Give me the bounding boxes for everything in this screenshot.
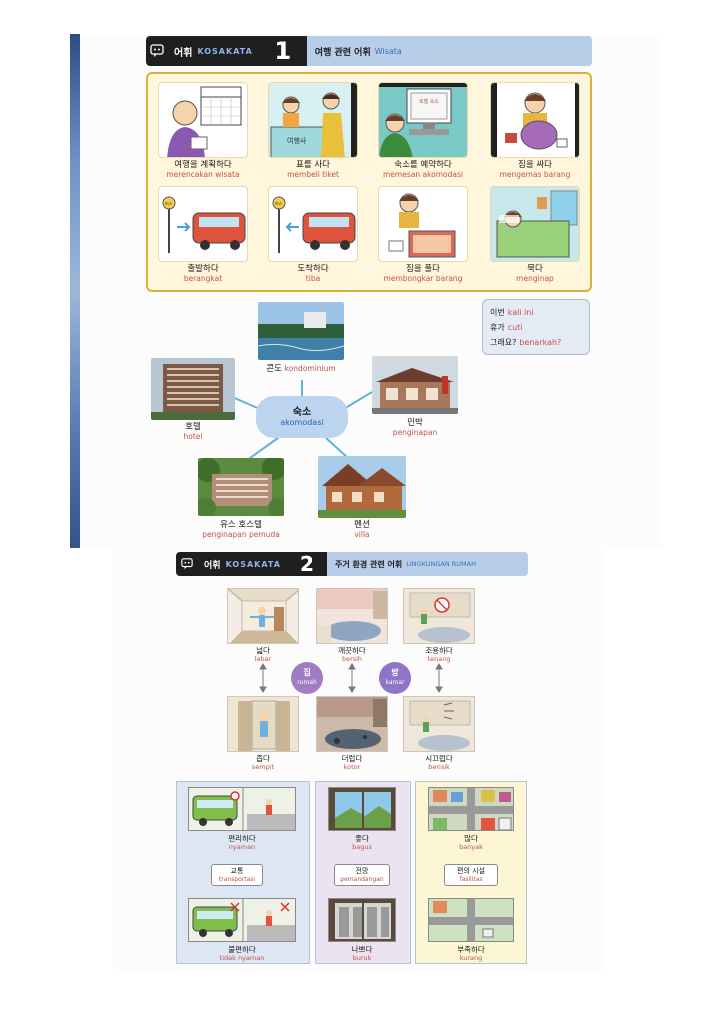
vocab-card: 짐을 풀다 membongkar barang — [378, 186, 468, 283]
youth-hostel-photo — [198, 458, 284, 516]
svg-text:버스: 버스 — [275, 200, 283, 206]
inconvenient-transport-illustration — [188, 898, 296, 942]
card-korean-label: 짐을 풀다 — [406, 264, 440, 274]
hotel-photo — [151, 358, 235, 420]
depart-bus-illustration: 버스 — [158, 186, 248, 262]
vocab-card: 짐을 싸다 mengemas barang — [490, 82, 580, 179]
card-indonesian-label: memesan akomodasi — [383, 170, 463, 179]
card-korean-label: 표를 사다 — [296, 160, 330, 170]
svg-text:버스: 버스 — [165, 200, 173, 206]
card-indonesian-label: berangkat — [183, 274, 223, 283]
pack-luggage-illustration — [490, 82, 580, 158]
few-facilities-illustration — [428, 898, 514, 942]
room-dirty-illustration — [316, 696, 388, 752]
card-indonesian-label: membeli tiket — [287, 170, 339, 179]
convenient-transport-illustration — [188, 787, 296, 831]
vocab-card: 호텔 숙소 숙소를 예약하다 memesan akomodasi — [378, 82, 468, 179]
card-korean-label: 여행을 계획하다 — [174, 160, 232, 170]
section-number: 2 — [286, 552, 327, 576]
vocabulary-icon — [146, 36, 168, 66]
card-korean-label: 묵다 — [527, 264, 543, 274]
vocab-card: 여행사 표를 사다 membeli tiket — [268, 82, 358, 179]
accommodation-center-node: 숙소 akomodasi — [256, 396, 348, 438]
card-indonesian-label: merencakan wisata — [166, 170, 240, 179]
stay-overnight-illustration — [490, 186, 580, 262]
room-quiet-illustration — [403, 588, 475, 644]
card-korean-label: 도착하다 — [297, 264, 329, 274]
svg-text:여행사: 여행사 — [287, 136, 307, 145]
unpack-luggage-illustration — [378, 186, 468, 262]
card-korean-label: 짐을 싸다 — [518, 160, 552, 170]
arrive-bus-illustration: 버스 — [268, 186, 358, 262]
room-wide-illustration — [227, 588, 299, 644]
condo-label: 콘도 kondominium — [266, 364, 336, 374]
many-facilities-illustration — [428, 787, 514, 831]
condo-photo — [258, 302, 344, 360]
vocab-card: 버스 출발하다 berangkat — [158, 186, 248, 283]
card-indonesian-label: membongkar barang — [383, 274, 463, 283]
card-korean-label: 출발하다 — [187, 264, 219, 274]
book-spine-image — [70, 34, 80, 548]
bad-view-illustration — [328, 898, 396, 942]
vocab-card: 버스 도착하다 tiba — [268, 186, 358, 283]
vocabulary-icon — [176, 552, 198, 576]
vocab-card: 묵다 menginap — [490, 186, 580, 283]
card-indonesian-label: menginap — [516, 274, 554, 283]
svg-text:호텔 숙소: 호텔 숙소 — [419, 98, 439, 105]
good-view-illustration — [328, 787, 396, 831]
card-indonesian-label: mengemas barang — [499, 170, 571, 179]
buy-ticket-illustration: 여행사 — [268, 82, 358, 158]
room-clean-illustration — [316, 588, 388, 644]
book-accommodation-illustration: 호텔 숙소 — [378, 82, 468, 158]
minbak-photo — [372, 356, 458, 414]
room-noisy-illustration — [403, 696, 475, 752]
section-number: 1 — [258, 36, 307, 66]
planning-illustration — [158, 82, 248, 158]
pension-photo — [318, 456, 406, 518]
vocab-card: 여행을 계획하다 merencakan wisata — [158, 82, 248, 179]
note-row: 그래요?benarkah? — [490, 338, 562, 347]
room-narrow-illustration — [227, 696, 299, 752]
card-korean-label: 숙소를 예약하다 — [394, 160, 452, 170]
card-indonesian-label: tiba — [305, 274, 321, 283]
